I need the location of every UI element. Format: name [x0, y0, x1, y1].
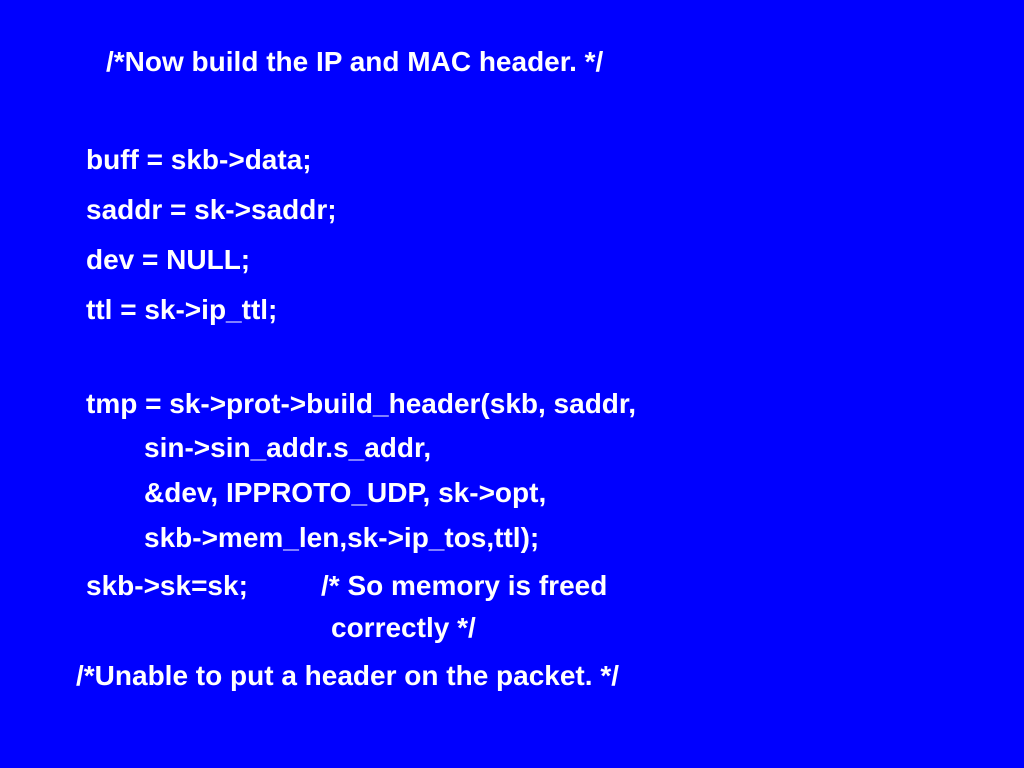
- code-line-saddr: saddr = sk->saddr;: [86, 194, 337, 225]
- memory-freed-comment-continuation: correctly */: [331, 612, 476, 643]
- build-header-comment: /*Now build the IP and MAC header. */: [106, 46, 604, 77]
- code-line-build-header-arg-len: skb->mem_len,sk->ip_tos,ttl);: [144, 522, 540, 553]
- code-line-build-header-call: tmp = sk->prot->build_header(skb, saddr,: [86, 388, 637, 419]
- memory-freed-comment: /* So memory is freed: [321, 570, 608, 601]
- code-line-build-header-arg-dev: &dev, IPPROTO_UDP, sk->opt,: [144, 477, 547, 508]
- unable-header-comment: /*Unable to put a header on the packet. …: [76, 660, 619, 691]
- code-line-build-header-arg-addr: sin->sin_addr.s_addr,: [144, 432, 432, 463]
- code-line-dev: dev = NULL;: [86, 244, 251, 275]
- code-line-buff: buff = skb->data;: [86, 144, 312, 175]
- code-line-skb-sk: skb->sk=sk;: [86, 570, 248, 601]
- code-line-ttl: ttl = sk->ip_ttl;: [86, 294, 278, 325]
